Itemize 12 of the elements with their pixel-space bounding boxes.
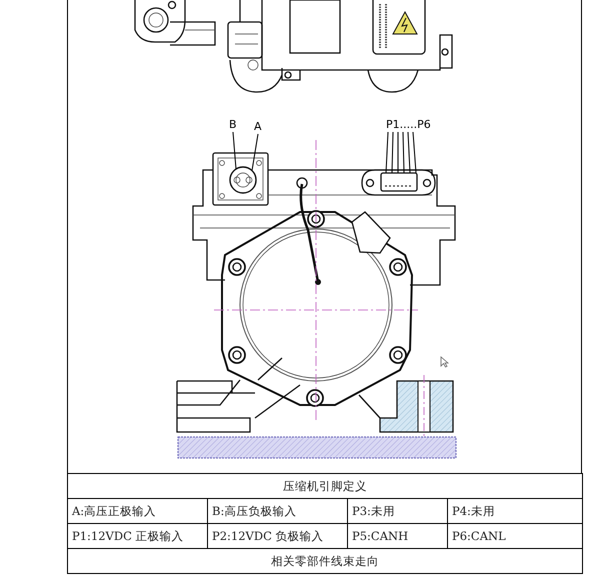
pin-label: A [254, 121, 263, 133]
leader-line [412, 132, 416, 174]
leader-line [392, 132, 394, 174]
leader-line [386, 132, 388, 174]
pin-label: P1.....P6 [386, 119, 430, 131]
leader-line [408, 132, 410, 174]
table-heading: 相关零部件线束走向 [67, 548, 583, 574]
leader-line [402, 132, 404, 174]
table-heading: 压缩机引脚定义 [67, 473, 583, 499]
pin-label: B [229, 119, 238, 131]
leader-line [232, 132, 236, 170]
leader-line [252, 134, 258, 172]
